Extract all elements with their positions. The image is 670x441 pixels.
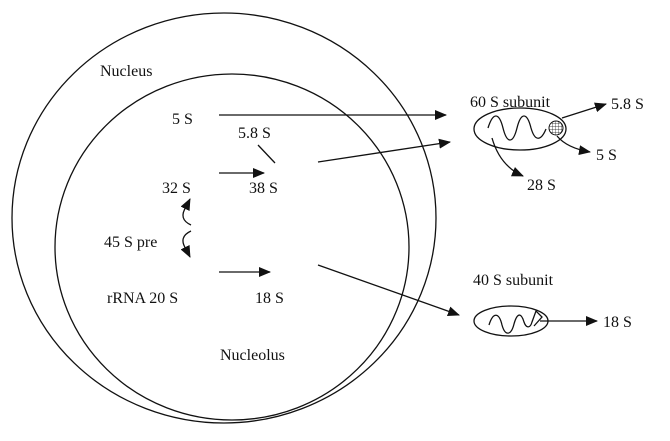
subunit-60s-shape: [473, 107, 567, 151]
rrna-20s-label: rRNA 20 S: [107, 290, 178, 307]
arrow-18s-to-40s: [317, 264, 460, 317]
nucleolus-label: Nucleolus: [220, 347, 285, 364]
arrow-60s-to-5-8s: [561, 102, 607, 119]
nucleolus-boundary: [54, 73, 410, 421]
rrna-28s-strand: [487, 115, 547, 141]
rrna-32s-label: 32 S: [162, 180, 191, 197]
arrow-38s-to-60s: [317, 138, 451, 163]
subunit-40s-18s-label: 18 S: [603, 314, 632, 331]
rrna-45s-pre-label: 45 S pre: [104, 234, 157, 251]
subunit-40s-label: 40 S subunit: [473, 272, 554, 289]
nucleus-boundary: [11, 12, 437, 424]
nucleus-label: Nucleus: [100, 63, 152, 80]
rrna-18s-label: 18 S: [255, 290, 284, 307]
arrow-60s-to-5s: [556, 135, 591, 156]
rrna-5-8s-label: 5.8 S: [238, 125, 271, 142]
subunit-60s-label: 60 S subunit: [470, 94, 551, 111]
rrna-5-8s-particle: [548, 120, 564, 136]
subunit-60s-5-8s-label: 5.8 S: [611, 96, 644, 113]
subunit-60s-5s-label: 5 S: [596, 147, 617, 164]
subunit-60s-28s-label: 28 S: [527, 177, 556, 194]
rrna-18s-strand: [488, 309, 543, 334]
link-5-8s-to-38s: [257, 144, 276, 164]
split-arrow-45s: [180, 198, 192, 226]
rrna-5s-label: 5 S: [172, 111, 193, 128]
split-arrow-45s-lower: [180, 230, 192, 258]
arrow-60s-to-28s: [491, 137, 524, 177]
rrna-38s-label: 38 S: [249, 180, 278, 197]
